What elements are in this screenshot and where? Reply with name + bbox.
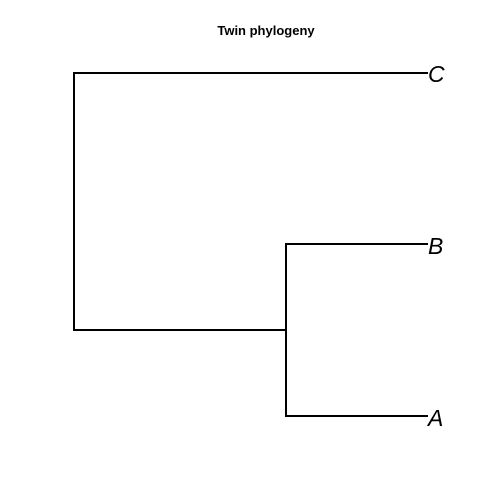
tree-branches [73, 72, 428, 417]
tip-label-c: C [428, 61, 445, 87]
tip-labels: C B A [426, 61, 445, 431]
tip-label-b: B [428, 233, 443, 259]
tip-label-a: A [426, 405, 443, 431]
diagram-title: Twin phylogeny [217, 23, 315, 38]
